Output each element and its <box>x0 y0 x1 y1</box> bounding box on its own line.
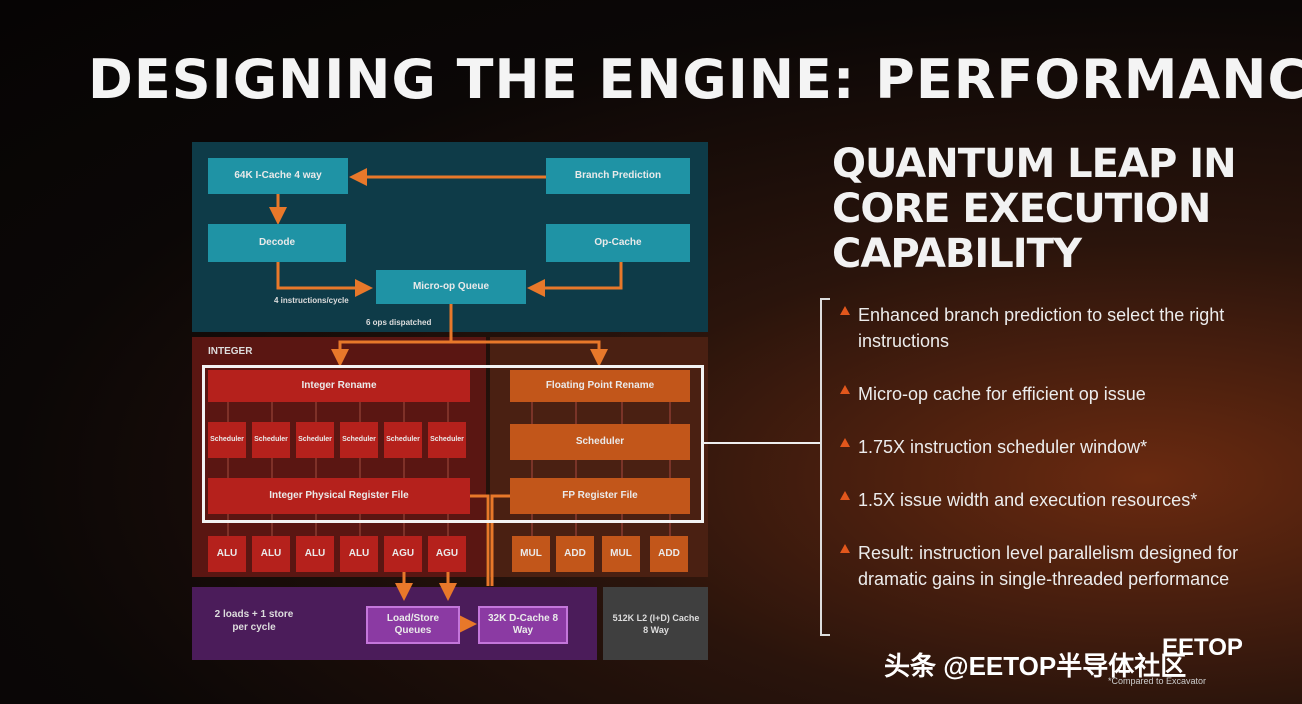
mul-unit: MUL <box>602 536 640 572</box>
integer-rename-block: Integer Rename <box>208 370 470 402</box>
alu-unit: ALU <box>252 536 290 572</box>
agu-unit: AGU <box>384 536 422 572</box>
triangle-bullet-icon <box>840 385 850 394</box>
scheduler-block: Scheduler <box>252 422 290 458</box>
loads-per-cycle-label: 2 loads + 1 store per cycle <box>214 609 294 633</box>
bullet-item: Result: instruction level parallelism de… <box>838 540 1268 592</box>
microop-queue-block: Micro-op Queue <box>376 270 526 304</box>
triangle-bullet-icon <box>840 306 850 315</box>
bullet-bracket <box>820 298 830 636</box>
bullet-item: Micro-op cache for efficient op issue <box>838 381 1268 407</box>
scheduler-block: Scheduler <box>208 422 246 458</box>
bullet-item: Enhanced branch prediction to select the… <box>838 302 1268 354</box>
mul-unit: MUL <box>512 536 550 572</box>
branch-prediction-block: Branch Prediction <box>546 158 690 194</box>
zen-core-diagram: 64K I-Cache 4 way Branch Prediction Deco… <box>192 142 708 660</box>
bullet-item: 1.5X issue width and execution resources… <box>838 487 1268 513</box>
bullet-text: Micro-op cache for efficient op issue <box>858 384 1146 404</box>
subtitle-line: CAPABILITY <box>832 231 1082 277</box>
bullet-text: Result: instruction level parallelism de… <box>858 543 1239 589</box>
load-store-queues-block: Load/Store Queues <box>366 606 460 644</box>
scheduler-block: Scheduler <box>384 422 422 458</box>
agu-unit: AGU <box>428 536 466 572</box>
integer-label: INTEGER <box>208 346 253 357</box>
fp-rename-block: Floating Point Rename <box>510 370 690 402</box>
callout-connector <box>704 442 822 444</box>
bullet-text: 1.5X issue width and execution resources… <box>858 490 1198 510</box>
slide-title: DESIGNING THE ENGINE: PERFORMANCE <box>88 48 1302 111</box>
triangle-bullet-icon <box>840 544 850 553</box>
opcache-block: Op-Cache <box>546 224 690 262</box>
bullet-text: 1.75X instruction scheduler window* <box>858 437 1148 457</box>
scheduler-block: Scheduler <box>296 422 334 458</box>
l2-cache-block: 512K L2 (I+D) Cache 8 Way <box>612 613 700 635</box>
ops-dispatched-label: 6 ops dispatched <box>366 318 432 327</box>
bullet-text: Enhanced branch prediction to select the… <box>858 305 1225 351</box>
fp-register-file-block: FP Register File <box>510 478 690 514</box>
subtitle: QUANTUM LEAP IN CORE EXECUTION CAPABILIT… <box>832 142 1252 277</box>
decode-block: Decode <box>208 224 346 262</box>
dcache-block: 32K D-Cache 8 Way <box>478 606 568 644</box>
l2-region <box>603 587 708 660</box>
alu-unit: ALU <box>296 536 334 572</box>
add-unit: ADD <box>556 536 594 572</box>
scheduler-block: Scheduler <box>428 422 466 458</box>
watermark-logo: EETOP <box>1162 634 1243 661</box>
subtitle-line: CORE EXECUTION <box>832 186 1211 232</box>
alu-unit: ALU <box>208 536 246 572</box>
add-unit: ADD <box>650 536 688 572</box>
triangle-bullet-icon <box>840 438 850 447</box>
watermark-text: 头条 @EETOP半导体社区 <box>884 651 1187 681</box>
scheduler-block: Scheduler <box>340 422 378 458</box>
footnote: *Compared to Excavator <box>1108 676 1207 686</box>
highlight-box <box>202 365 704 523</box>
triangle-bullet-icon <box>840 491 850 500</box>
bullet-item: 1.75X instruction scheduler window* <box>838 434 1268 460</box>
subtitle-line: QUANTUM LEAP IN <box>832 141 1237 187</box>
fp-scheduler-block: Scheduler <box>510 424 690 460</box>
icache-block: 64K I-Cache 4 way <box>208 158 348 194</box>
integer-register-file-block: Integer Physical Register File <box>208 478 470 514</box>
alu-unit: ALU <box>340 536 378 572</box>
instructions-per-cycle-label: 4 instructions/cycle <box>274 296 349 305</box>
